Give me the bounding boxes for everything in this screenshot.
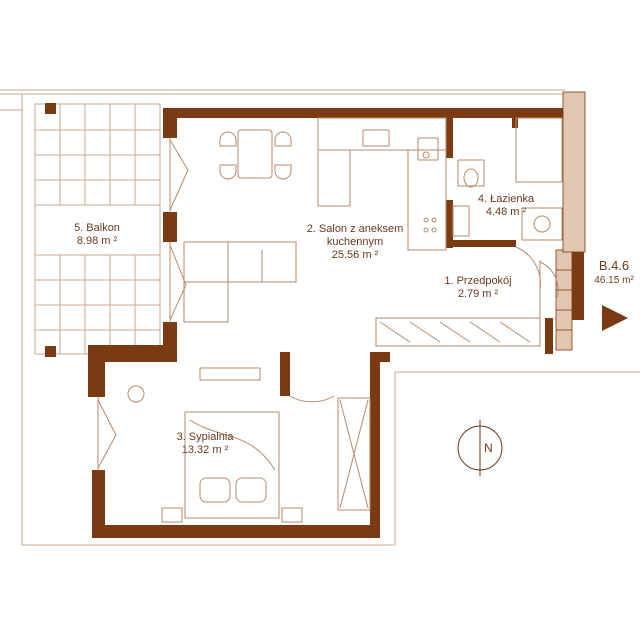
- room-area: 25.56 m ²: [331, 249, 379, 261]
- dining-set: [219, 129, 292, 180]
- room-name: 3. Sypialnia: [176, 431, 234, 443]
- room-area: 2.79 m ²: [457, 288, 499, 300]
- room-label-sypialnia: 3. Sypialnia 13.32 m ²: [160, 431, 250, 457]
- room-area: 4.48 m ²: [485, 206, 527, 218]
- bedroom-furniture: [127, 367, 303, 523]
- walls: [88, 100, 584, 538]
- unit-id: B.4.6: [598, 258, 630, 273]
- balcony-post: [45, 103, 56, 114]
- room-name: 5. Balkon: [74, 222, 120, 234]
- entrance-triangle-icon: [602, 305, 628, 331]
- room-name: 1. Przedpokój: [444, 275, 512, 287]
- openings: [97, 138, 559, 470]
- balcony: [34, 103, 161, 355]
- room-name: 4. Łazienka: [477, 193, 535, 205]
- wardrobe: [337, 317, 541, 511]
- room-label-lazienka: 4. Łazienka 4.48 m ²: [466, 193, 546, 219]
- room-name: 2. Salon z aneksem: [306, 223, 404, 235]
- kitchen: [317, 117, 447, 251]
- room-area: 13.32 m ²: [181, 444, 229, 456]
- room-label-salon: 2. Salon z aneksem kuchennym 25.56 m ²: [290, 223, 420, 262]
- room-name-line2: kuchennym: [326, 236, 384, 248]
- room-area: 8.98 m ²: [76, 235, 118, 247]
- brick-wall: [555, 91, 586, 351]
- compass-label: N: [484, 441, 493, 455]
- room-label-przedpokoj: 1. Przedpokój 2.79 m ²: [428, 275, 528, 301]
- site-outline: [0, 89, 640, 546]
- sofa: [183, 241, 297, 323]
- north-arrow-icon: [457, 420, 503, 476]
- balcony-post: [45, 346, 56, 357]
- unit-label: B.4.6 46.15 m²: [588, 258, 640, 287]
- bathroom-fixtures: [452, 117, 563, 241]
- room-label-balkon: 5. Balkon 8.98 m ²: [62, 222, 132, 248]
- unit-area: 46.15 m²: [594, 275, 634, 286]
